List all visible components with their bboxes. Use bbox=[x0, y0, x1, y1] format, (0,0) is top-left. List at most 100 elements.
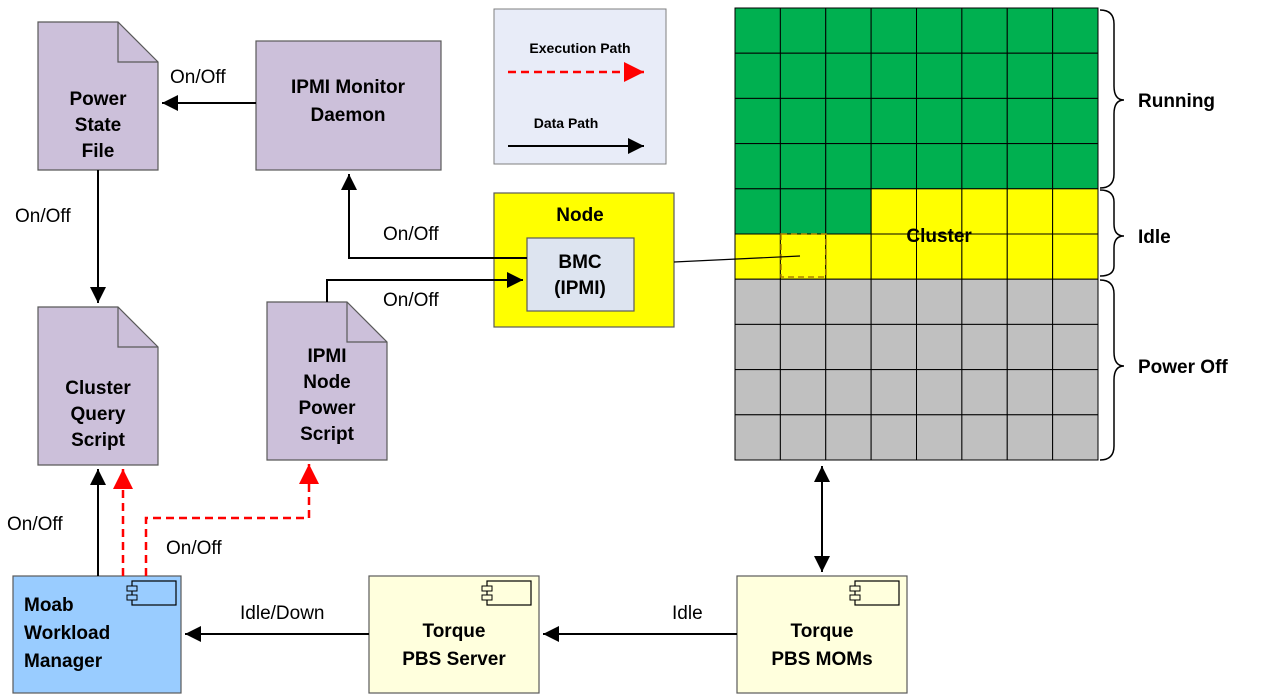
torque-pbs-moms-box bbox=[736, 575, 908, 694]
bmc-line-2: (IPMI) bbox=[554, 278, 606, 299]
power-state-file-fold bbox=[117, 22, 158, 63]
bmc-line-1: BMC bbox=[558, 252, 602, 273]
ipmi-monitor-daemon-line-1: IPMI Monitor bbox=[291, 77, 406, 98]
ipmi-node-power-script-line-2: Node bbox=[303, 372, 351, 393]
cluster-cell bbox=[961, 369, 1008, 416]
component-icon bbox=[854, 580, 900, 606]
cluster-cell bbox=[1006, 414, 1054, 461]
cluster-cell bbox=[916, 278, 963, 325]
cluster-cell bbox=[1006, 369, 1054, 416]
cluster-query-script-line-3: Script bbox=[71, 430, 126, 451]
cluster-cell bbox=[1006, 97, 1054, 145]
cluster-cell bbox=[779, 278, 827, 325]
cluster-cell bbox=[916, 143, 963, 190]
component-icon-tab-2 bbox=[126, 594, 138, 601]
cluster-cell bbox=[961, 52, 1008, 99]
moab-workload-manager: Moab Workload Manager bbox=[12, 575, 182, 694]
torque-pbs-server-box bbox=[368, 575, 540, 694]
cluster-cell bbox=[1006, 188, 1054, 235]
script-to-bmc-label: On/Off bbox=[383, 290, 439, 311]
server-to-moab-label: Idle/Down bbox=[240, 603, 325, 624]
torque-server-line-1: Torque bbox=[423, 621, 486, 642]
cluster-cell bbox=[779, 143, 827, 190]
running-bracket bbox=[1099, 9, 1125, 189]
cluster-cell bbox=[1052, 97, 1099, 145]
cluster-cell bbox=[1006, 233, 1054, 280]
cluster-cell bbox=[1052, 188, 1099, 235]
cluster-cell bbox=[734, 278, 781, 325]
idle-label: Idle bbox=[1138, 227, 1171, 248]
cluster-query-script-fold bbox=[117, 307, 158, 348]
power-state-file-line-2: State bbox=[75, 115, 121, 136]
cluster-cell bbox=[734, 97, 781, 145]
cluster-cell bbox=[825, 369, 872, 416]
cluster-cell bbox=[870, 369, 917, 416]
cluster-cell bbox=[916, 323, 963, 371]
cluster-cell bbox=[870, 52, 917, 99]
power-off-label: Power Off bbox=[1138, 357, 1228, 378]
cluster-cell bbox=[916, 414, 963, 461]
moab-line-2: Workload bbox=[24, 623, 110, 644]
torque-pbs-moms: Torque PBS MOMs bbox=[736, 575, 908, 694]
power-state-file-line-1: Power bbox=[69, 89, 127, 110]
node-title: Node bbox=[556, 205, 604, 226]
cluster-cell bbox=[779, 188, 827, 235]
cluster-cell bbox=[961, 414, 1008, 461]
torque-server-line-2: PBS Server bbox=[402, 649, 506, 670]
cluster-cell bbox=[734, 414, 781, 461]
cluster-cell bbox=[870, 414, 917, 461]
cluster-cell bbox=[1006, 323, 1054, 371]
idle-bracket bbox=[1099, 189, 1125, 277]
component-icon-tab-1 bbox=[126, 585, 138, 592]
ipmi-node-power-script: IPMI Node Power Script bbox=[266, 301, 388, 461]
cluster-cell bbox=[779, 97, 827, 145]
cluster-cell bbox=[870, 323, 917, 371]
bmc-box bbox=[526, 237, 635, 312]
running-label: Running bbox=[1138, 91, 1215, 112]
moms-to-server-label: Idle bbox=[672, 603, 703, 624]
cluster-cell bbox=[825, 97, 872, 145]
cluster-cell bbox=[961, 7, 1008, 54]
data-path-arrows bbox=[90, 95, 830, 642]
cluster-cell bbox=[961, 143, 1008, 190]
cluster-cell bbox=[1052, 414, 1099, 461]
cluster-cell bbox=[870, 143, 917, 190]
moab-line-3: Manager bbox=[24, 651, 103, 672]
cluster-cell bbox=[734, 369, 781, 416]
cluster-cell bbox=[825, 414, 872, 461]
component-icon-tab-1 bbox=[849, 585, 861, 592]
cluster-cell bbox=[1052, 52, 1099, 99]
cluster-cell bbox=[870, 278, 917, 325]
moab-line-1: Moab bbox=[24, 595, 74, 616]
ipmi-monitor-daemon-box bbox=[255, 40, 442, 171]
cluster-cell bbox=[870, 7, 917, 54]
node-to-cluster-connector bbox=[673, 255, 801, 263]
highlighted-node-cell bbox=[780, 233, 827, 278]
cluster-state-brackets bbox=[1099, 9, 1125, 461]
component-icon bbox=[131, 580, 177, 606]
cluster-cell bbox=[825, 143, 872, 190]
cluster-cell bbox=[734, 52, 781, 99]
power-state-file-line-3: File bbox=[82, 141, 115, 162]
daemon-to-file-label: On/Off bbox=[170, 67, 226, 88]
cluster-cell bbox=[1006, 278, 1054, 325]
cluster-cell bbox=[1052, 369, 1099, 416]
cluster-cell bbox=[916, 97, 963, 145]
ipmi-node-power-script-fold bbox=[346, 302, 387, 343]
cluster-cell bbox=[779, 7, 827, 54]
cluster-cell bbox=[1006, 7, 1054, 54]
torque-moms-line-2: PBS MOMs bbox=[771, 649, 872, 670]
cluster-cell bbox=[870, 188, 917, 235]
power-off-bracket bbox=[1099, 279, 1125, 461]
cluster-cell bbox=[1006, 143, 1054, 190]
cluster-cell bbox=[734, 188, 781, 235]
legend-data-path-label: Data Path bbox=[534, 115, 599, 131]
cluster-query-script-line-2: Query bbox=[71, 404, 126, 425]
moab-to-power-script-execution-arrow bbox=[144, 464, 319, 576]
cluster-cell bbox=[825, 7, 872, 54]
cluster-cell bbox=[961, 278, 1008, 325]
cluster-cell bbox=[779, 52, 827, 99]
legend-execution-path-label: Execution Path bbox=[529, 40, 630, 56]
cluster-cell bbox=[1052, 323, 1099, 371]
legend: Execution Path Data Path bbox=[493, 8, 667, 165]
